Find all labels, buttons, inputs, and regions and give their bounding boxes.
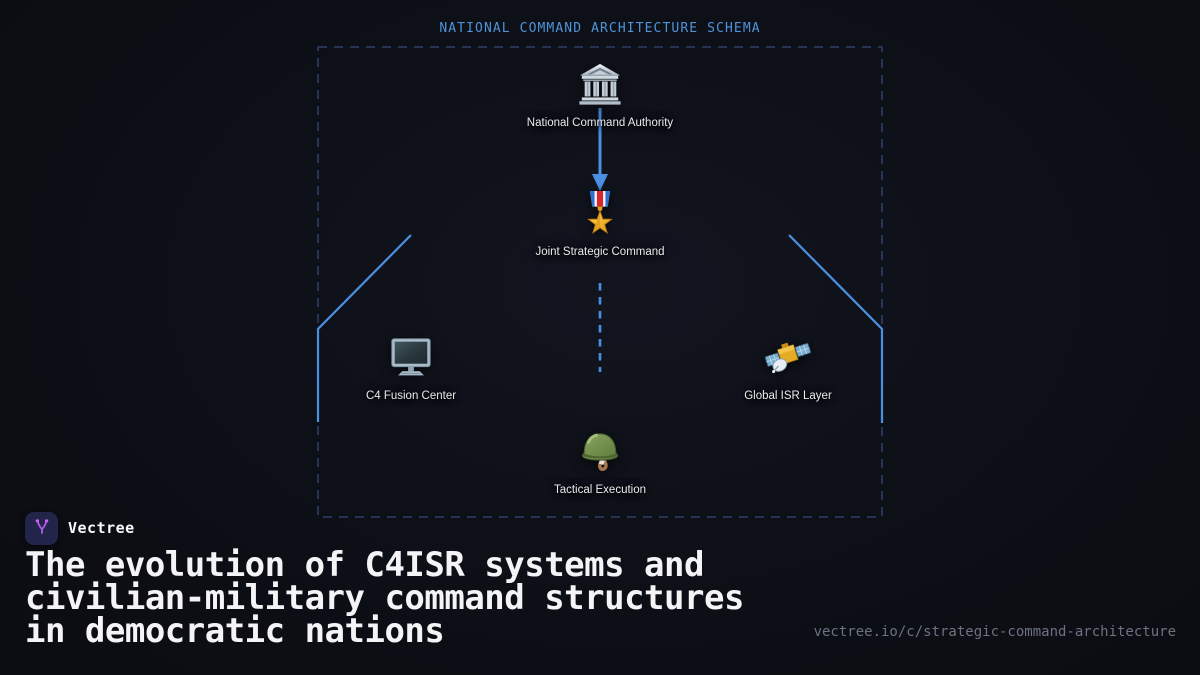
node-tactical-execution: Tactical Execution — [480, 428, 720, 496]
node-label: Global ISR Layer — [744, 390, 832, 402]
satellite-icon — [765, 334, 811, 380]
military-helmet-icon — [577, 428, 623, 474]
connector-jsc-to-c4 — [316, 234, 412, 422]
node-c4-fusion-center: C4 Fusion Center — [291, 334, 531, 402]
vectree-branch-icon — [31, 515, 53, 542]
vectree-logo — [25, 512, 58, 545]
node-label: National Command Authority — [526, 117, 674, 129]
node-label: Tactical Execution — [553, 484, 647, 496]
connector-jsc-to-isr — [788, 234, 884, 423]
node-label: Joint Strategic Command — [535, 246, 665, 258]
node-label: C4 Fusion Center — [365, 390, 457, 402]
headline-line-1: The evolution of C4ISR systems and — [25, 545, 704, 585]
headline-line-3: in democratic nations — [25, 611, 445, 651]
diagram-boundary-dashed-box — [317, 46, 883, 518]
node-national-command-authority: National Command Authority — [480, 61, 720, 129]
brand-name: Vectree — [68, 519, 135, 537]
footer-url: vectree.io/c/strategic-command-architect… — [813, 624, 1176, 640]
connector-nca-to-jsc-arrowhead — [592, 174, 608, 191]
military-medal-icon — [577, 190, 623, 236]
headline: The evolution of C4ISR systems and civil… — [25, 545, 744, 651]
node-joint-strategic-command: Joint Strategic Command — [480, 190, 720, 258]
classical-building-icon — [577, 61, 623, 107]
headline-line-2: civilian-military command structures — [25, 578, 744, 618]
desktop-computer-icon — [388, 334, 434, 380]
diagram-title: NATIONAL COMMAND ARCHITECTURE SCHEMA — [439, 21, 761, 36]
node-global-isr-layer: Global ISR Layer — [668, 334, 908, 402]
